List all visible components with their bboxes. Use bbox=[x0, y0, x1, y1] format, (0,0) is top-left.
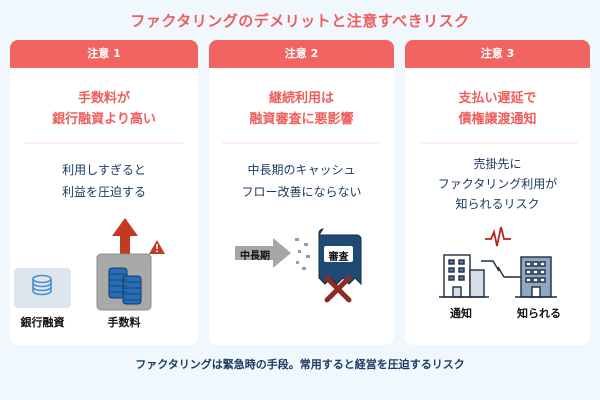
card-header: 注意 2 bbox=[209, 40, 394, 68]
review-badge-icon bbox=[318, 228, 362, 286]
card-title: 手数料が 銀行融資より高い bbox=[52, 91, 156, 127]
label-bank-loan: 銀行融資 bbox=[20, 316, 65, 329]
link-icon bbox=[481, 260, 522, 278]
card-title: 支払い遅延で 債権譲渡通知 bbox=[458, 91, 537, 127]
divider bbox=[417, 142, 578, 144]
up-arrow-icon bbox=[112, 218, 138, 255]
building-notify-icon bbox=[439, 254, 489, 298]
card-description: 売掛先に ファクタリング利用が 知られるリスク bbox=[437, 157, 558, 211]
review-badge-label: 審査 bbox=[328, 252, 349, 263]
label-known: 知られる bbox=[517, 307, 561, 320]
divider bbox=[221, 142, 382, 144]
warning-icon bbox=[149, 240, 165, 254]
card-header: 注意 3 bbox=[405, 40, 590, 68]
right-arrow-icon bbox=[235, 238, 291, 268]
illustration-fee: 銀行融資 手数料 bbox=[10, 210, 198, 345]
card-title: 継続利用は 融資審査に悪影響 bbox=[249, 91, 354, 127]
label-notify: 通知 bbox=[450, 307, 472, 320]
card-description: 利用しすぎると 利益を圧迫する bbox=[61, 163, 146, 199]
cross-icon bbox=[324, 275, 352, 303]
label-fee: 手数料 bbox=[107, 316, 141, 329]
bank-loan-box-icon bbox=[14, 268, 71, 308]
building-known-icon bbox=[515, 256, 557, 298]
divider bbox=[24, 142, 184, 144]
card-description: 中長期のキャッシュ フロー改善にならない bbox=[241, 163, 362, 199]
card-caution-2: 注意 2 継続利用は 融資審査に悪影響 中長期のキャッシュ フロー改善にならない bbox=[209, 40, 394, 345]
pulse-icon bbox=[485, 226, 511, 247]
arrow-label-mid-long-term: 中長期 bbox=[240, 251, 270, 262]
scatter-fragments-icon bbox=[295, 238, 310, 270]
card-caution-1: 注意 1 手数料が 銀行融資より高い 利用しすぎると 利益を圧迫する bbox=[10, 40, 198, 345]
illustration-review: 中長期 審査 bbox=[209, 210, 394, 345]
illustration-notice: 通知 知られる bbox=[405, 215, 590, 345]
page-title: ファクタリングのデメリットと注意すべきリスク bbox=[130, 12, 470, 30]
card-caution-3: 注意 3 支払い遅延で 債権譲渡通知 売掛先に ファクタリング利用が 知られるリ… bbox=[405, 40, 590, 345]
footer-summary: ファクタリングは緊急時の手段。常用すると経営を圧迫するリスク bbox=[135, 358, 465, 371]
fee-box-icon bbox=[96, 253, 152, 311]
card-header: 注意 1 bbox=[10, 40, 198, 68]
